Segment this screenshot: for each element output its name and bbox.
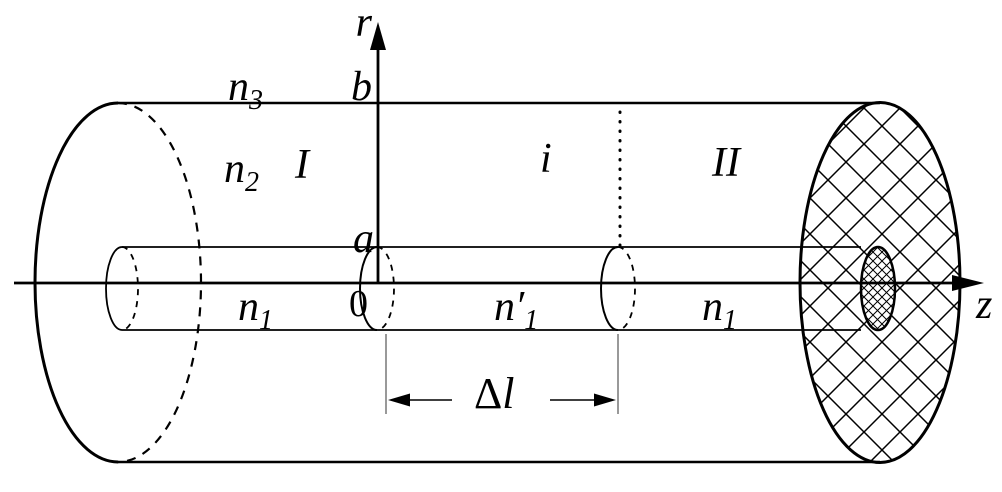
label-n2-sub: 2	[245, 167, 259, 198]
label-n1-prime-base: n′	[494, 284, 525, 330]
dim-arrow-right-head	[594, 393, 616, 407]
label-n1-right-sub: 1	[723, 305, 737, 336]
dim-arrow-left-head	[388, 393, 410, 407]
left-endcap-back-arc	[117, 101, 203, 464]
label-length-symbol: l	[502, 369, 514, 418]
label-region-I: I	[294, 142, 311, 188]
label-n3-sub: 3	[248, 85, 263, 116]
z-axis-arrowhead	[952, 275, 984, 291]
label-n1-right: n1	[702, 284, 737, 336]
label-region-II: II	[711, 140, 742, 186]
label-r-axis: r	[356, 0, 373, 46]
label-n1-prime-sub: 1	[524, 305, 538, 336]
label-n2: n2	[224, 146, 259, 198]
label-n1-prime-center: n′1	[494, 284, 538, 336]
label-n3-base: n	[228, 64, 249, 110]
splice-right-boundary-front-arc	[600, 246, 619, 331]
core-right-endcap-hatch	[859, 245, 897, 332]
splice-left-boundary-front-arc	[359, 246, 378, 331]
label-n1-left-sub: 1	[259, 305, 273, 336]
label-n2-base: n	[224, 146, 245, 192]
label-delta-l: Δl	[474, 369, 515, 418]
label-origin: 0	[349, 283, 368, 325]
label-core-radius-a: a	[353, 216, 374, 262]
splice-left-boundary-back-arc	[376, 246, 395, 331]
label-n3: n3	[228, 64, 263, 116]
label-delta: Δ	[474, 369, 502, 418]
label-region-i: i	[540, 136, 552, 182]
label-z-axis: z	[975, 282, 992, 328]
label-n1-right-base: n	[702, 284, 723, 330]
r-axis-arrowhead	[370, 22, 386, 50]
core-left-endcap-back-arc	[121, 246, 139, 331]
core-left-endcap-front-arc	[105, 246, 123, 331]
splice-right-boundary-back-arc	[617, 246, 636, 331]
label-outer-radius-b: b	[351, 64, 372, 110]
label-n1-left-base: n	[238, 284, 259, 330]
label-n1-left: n1	[238, 284, 273, 336]
